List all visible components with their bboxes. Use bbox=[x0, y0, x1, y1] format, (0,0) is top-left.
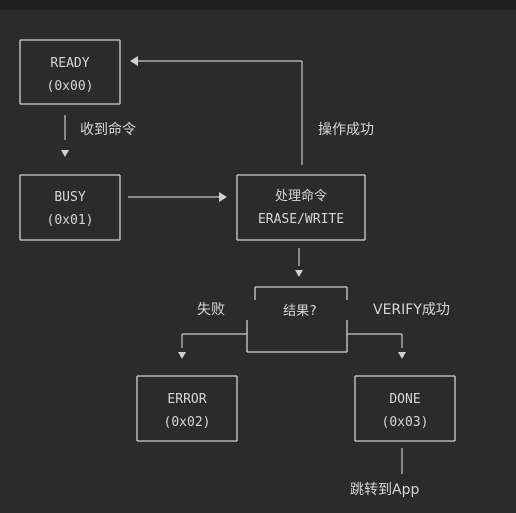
edge-fail-label: 失败 bbox=[197, 302, 225, 318]
edge-process-to-result bbox=[295, 248, 303, 277]
edge-busy-to-process bbox=[128, 192, 227, 202]
arrow-right-icon bbox=[219, 192, 227, 202]
edge-result-to-error: 失败 bbox=[178, 302, 247, 359]
node-ready: READY (0x00) bbox=[19, 39, 121, 105]
node-error-code: (0x02) bbox=[164, 415, 211, 430]
node-result-label: 结果? bbox=[283, 304, 317, 319]
node-process: 处理命令 ERASE/WRITE bbox=[236, 174, 366, 241]
arrow-left-icon bbox=[130, 56, 138, 66]
node-busy-code: (0x01) bbox=[47, 213, 94, 228]
edge-receive-command-label: 收到命令 bbox=[80, 121, 136, 138]
node-ready-label: READY bbox=[50, 56, 89, 71]
edge-ready-to-busy: 收到命令 bbox=[61, 115, 136, 157]
edge-result-to-done: VERIFY成功 bbox=[347, 302, 450, 359]
edge-verify-success-label: VERIFY成功 bbox=[373, 302, 450, 318]
top-band bbox=[0, 0, 516, 10]
edge-process-to-ready: 操作成功 bbox=[130, 56, 374, 165]
node-error-label: ERROR bbox=[167, 392, 206, 407]
node-done-label: DONE bbox=[389, 392, 420, 407]
edge-done-to-app: 跳转到App bbox=[350, 448, 419, 498]
arrow-down-icon bbox=[295, 270, 303, 277]
edge-jump-to-app-label: 跳转到App bbox=[350, 482, 419, 498]
node-ready-code: (0x00) bbox=[47, 79, 94, 94]
node-result: 结果? bbox=[246, 286, 348, 353]
edge-operation-success-label: 操作成功 bbox=[318, 122, 374, 138]
node-busy-label: BUSY bbox=[54, 190, 85, 205]
node-done-code: (0x03) bbox=[382, 415, 429, 430]
node-process-label: 处理命令 bbox=[275, 188, 327, 204]
node-done: DONE (0x03) bbox=[354, 375, 456, 442]
node-busy: BUSY (0x01) bbox=[19, 174, 121, 241]
arrow-down-icon bbox=[398, 352, 406, 359]
arrow-down-icon bbox=[178, 352, 186, 359]
node-process-ops: ERASE/WRITE bbox=[258, 212, 344, 227]
arrow-down-icon bbox=[61, 150, 69, 157]
node-error: ERROR (0x02) bbox=[136, 375, 238, 442]
